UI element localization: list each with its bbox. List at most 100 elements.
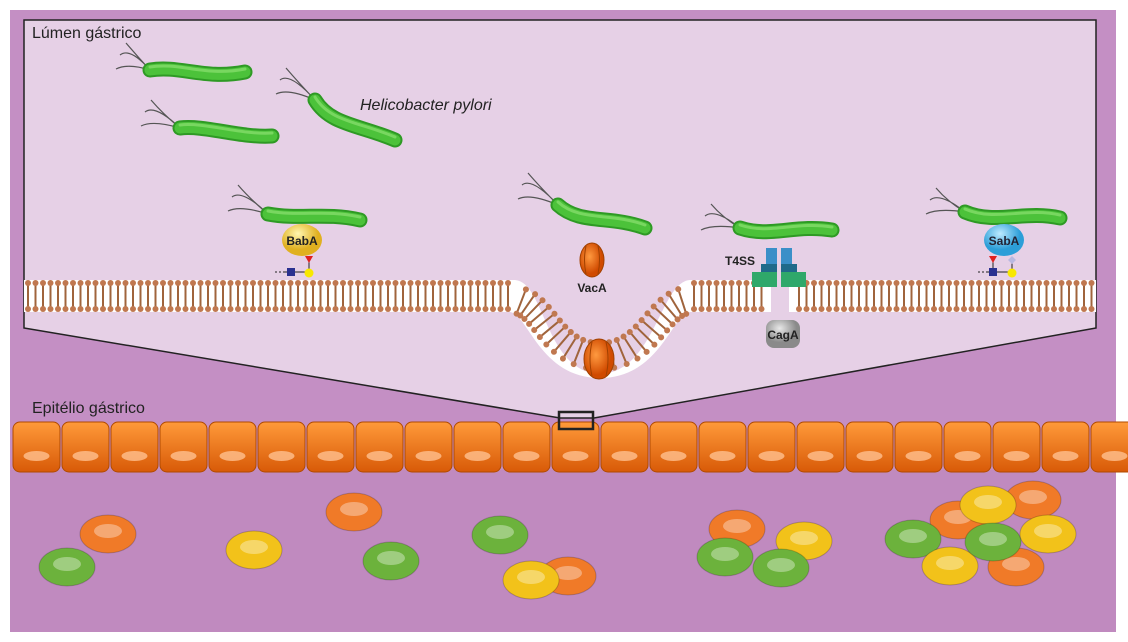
epithelial-cell (551, 421, 600, 473)
lipid (1036, 280, 1042, 312)
lipid (931, 280, 937, 312)
lipid (559, 333, 580, 362)
lipid (536, 317, 563, 341)
blood-cell (696, 537, 754, 577)
lipid (620, 333, 641, 362)
lipid (392, 280, 399, 312)
helicobacter-pylori-bacterium (115, 42, 253, 82)
lumen-label: Lúmen gástrico (32, 25, 141, 42)
lipid (250, 280, 256, 312)
bacterium-label: Helicobacter pylori (360, 97, 492, 114)
lipid (167, 280, 174, 312)
blood-cell (38, 547, 96, 587)
lipid (160, 280, 166, 312)
lipid (550, 329, 574, 355)
epithelial-cell (453, 421, 502, 473)
lipid (467, 280, 474, 312)
baba-label: BabA (286, 234, 318, 248)
epithelial-cell (600, 421, 649, 473)
lipid (272, 280, 279, 312)
helicobacter-pylori-bacterium (227, 184, 368, 228)
lipid (991, 280, 997, 312)
lipid (923, 280, 930, 312)
lipid (713, 280, 720, 312)
lipid (152, 280, 159, 312)
lipid (1028, 280, 1035, 312)
lipid (62, 280, 69, 312)
lipid (460, 280, 466, 312)
saba-label: SabA (989, 234, 1020, 248)
lipid (517, 291, 539, 319)
lipid (317, 280, 324, 312)
glycan-receptor-baba (275, 256, 314, 278)
lipid (175, 280, 181, 312)
vaca-label: VacA (577, 281, 607, 295)
t4ss-secretion-system (752, 248, 806, 287)
lipid (968, 280, 975, 312)
lipid (370, 280, 376, 312)
lipid (826, 280, 832, 312)
lipid (242, 280, 249, 312)
lipid (856, 280, 862, 312)
lipid (833, 280, 840, 312)
lipid (302, 280, 309, 312)
lipid (340, 280, 346, 312)
lipid (55, 280, 61, 312)
lipid (657, 296, 681, 323)
blood-cell (921, 546, 979, 586)
lipid (743, 280, 750, 312)
lipid (1013, 280, 1020, 312)
lipid (122, 280, 129, 312)
lipid (25, 280, 31, 312)
lipid (691, 280, 697, 312)
lipid (407, 280, 414, 312)
lipid (841, 280, 847, 312)
lipid (953, 280, 960, 312)
blood-cells (38, 480, 1077, 600)
bacteria-group (115, 42, 1068, 240)
lipid (1051, 280, 1057, 312)
helicobacter-pylori-bacterium (517, 172, 653, 236)
lipid (1058, 280, 1065, 312)
lipid (871, 280, 877, 312)
lipid (265, 280, 271, 312)
epithelial-cell (747, 421, 796, 473)
lipid (362, 280, 369, 312)
t4ss-label: T4SS (725, 254, 755, 268)
lipid (400, 280, 406, 312)
lipid (70, 280, 76, 312)
vaca-toxin-free (579, 242, 605, 278)
lipid (893, 280, 900, 312)
lipid (976, 280, 982, 312)
epithelial-cell (306, 421, 355, 473)
lipid (377, 280, 384, 312)
epithelium-label: Epitélio gástrico (32, 400, 145, 417)
lipid (675, 286, 690, 317)
lipid (475, 280, 481, 312)
lipid (901, 280, 907, 312)
epithelial-cell (796, 421, 845, 473)
blood-cell (884, 519, 942, 559)
lipid (190, 280, 196, 312)
lipid (848, 280, 855, 312)
lipid (145, 280, 151, 312)
blood-cell (1019, 514, 1077, 554)
lipid (437, 280, 444, 312)
lipid (570, 336, 587, 368)
lipid-bilayer (25, 280, 1095, 371)
lipid (632, 323, 658, 348)
lipid (613, 336, 630, 368)
lipid (721, 280, 727, 312)
lipid (325, 280, 331, 312)
lipid (332, 280, 339, 312)
lipid (961, 280, 967, 312)
blood-cell (752, 548, 810, 588)
epithelial-cell (208, 421, 257, 473)
lipid (77, 280, 84, 312)
lipid (886, 280, 892, 312)
lipid (452, 280, 459, 312)
lipid (1006, 280, 1012, 312)
lipid (235, 280, 241, 312)
